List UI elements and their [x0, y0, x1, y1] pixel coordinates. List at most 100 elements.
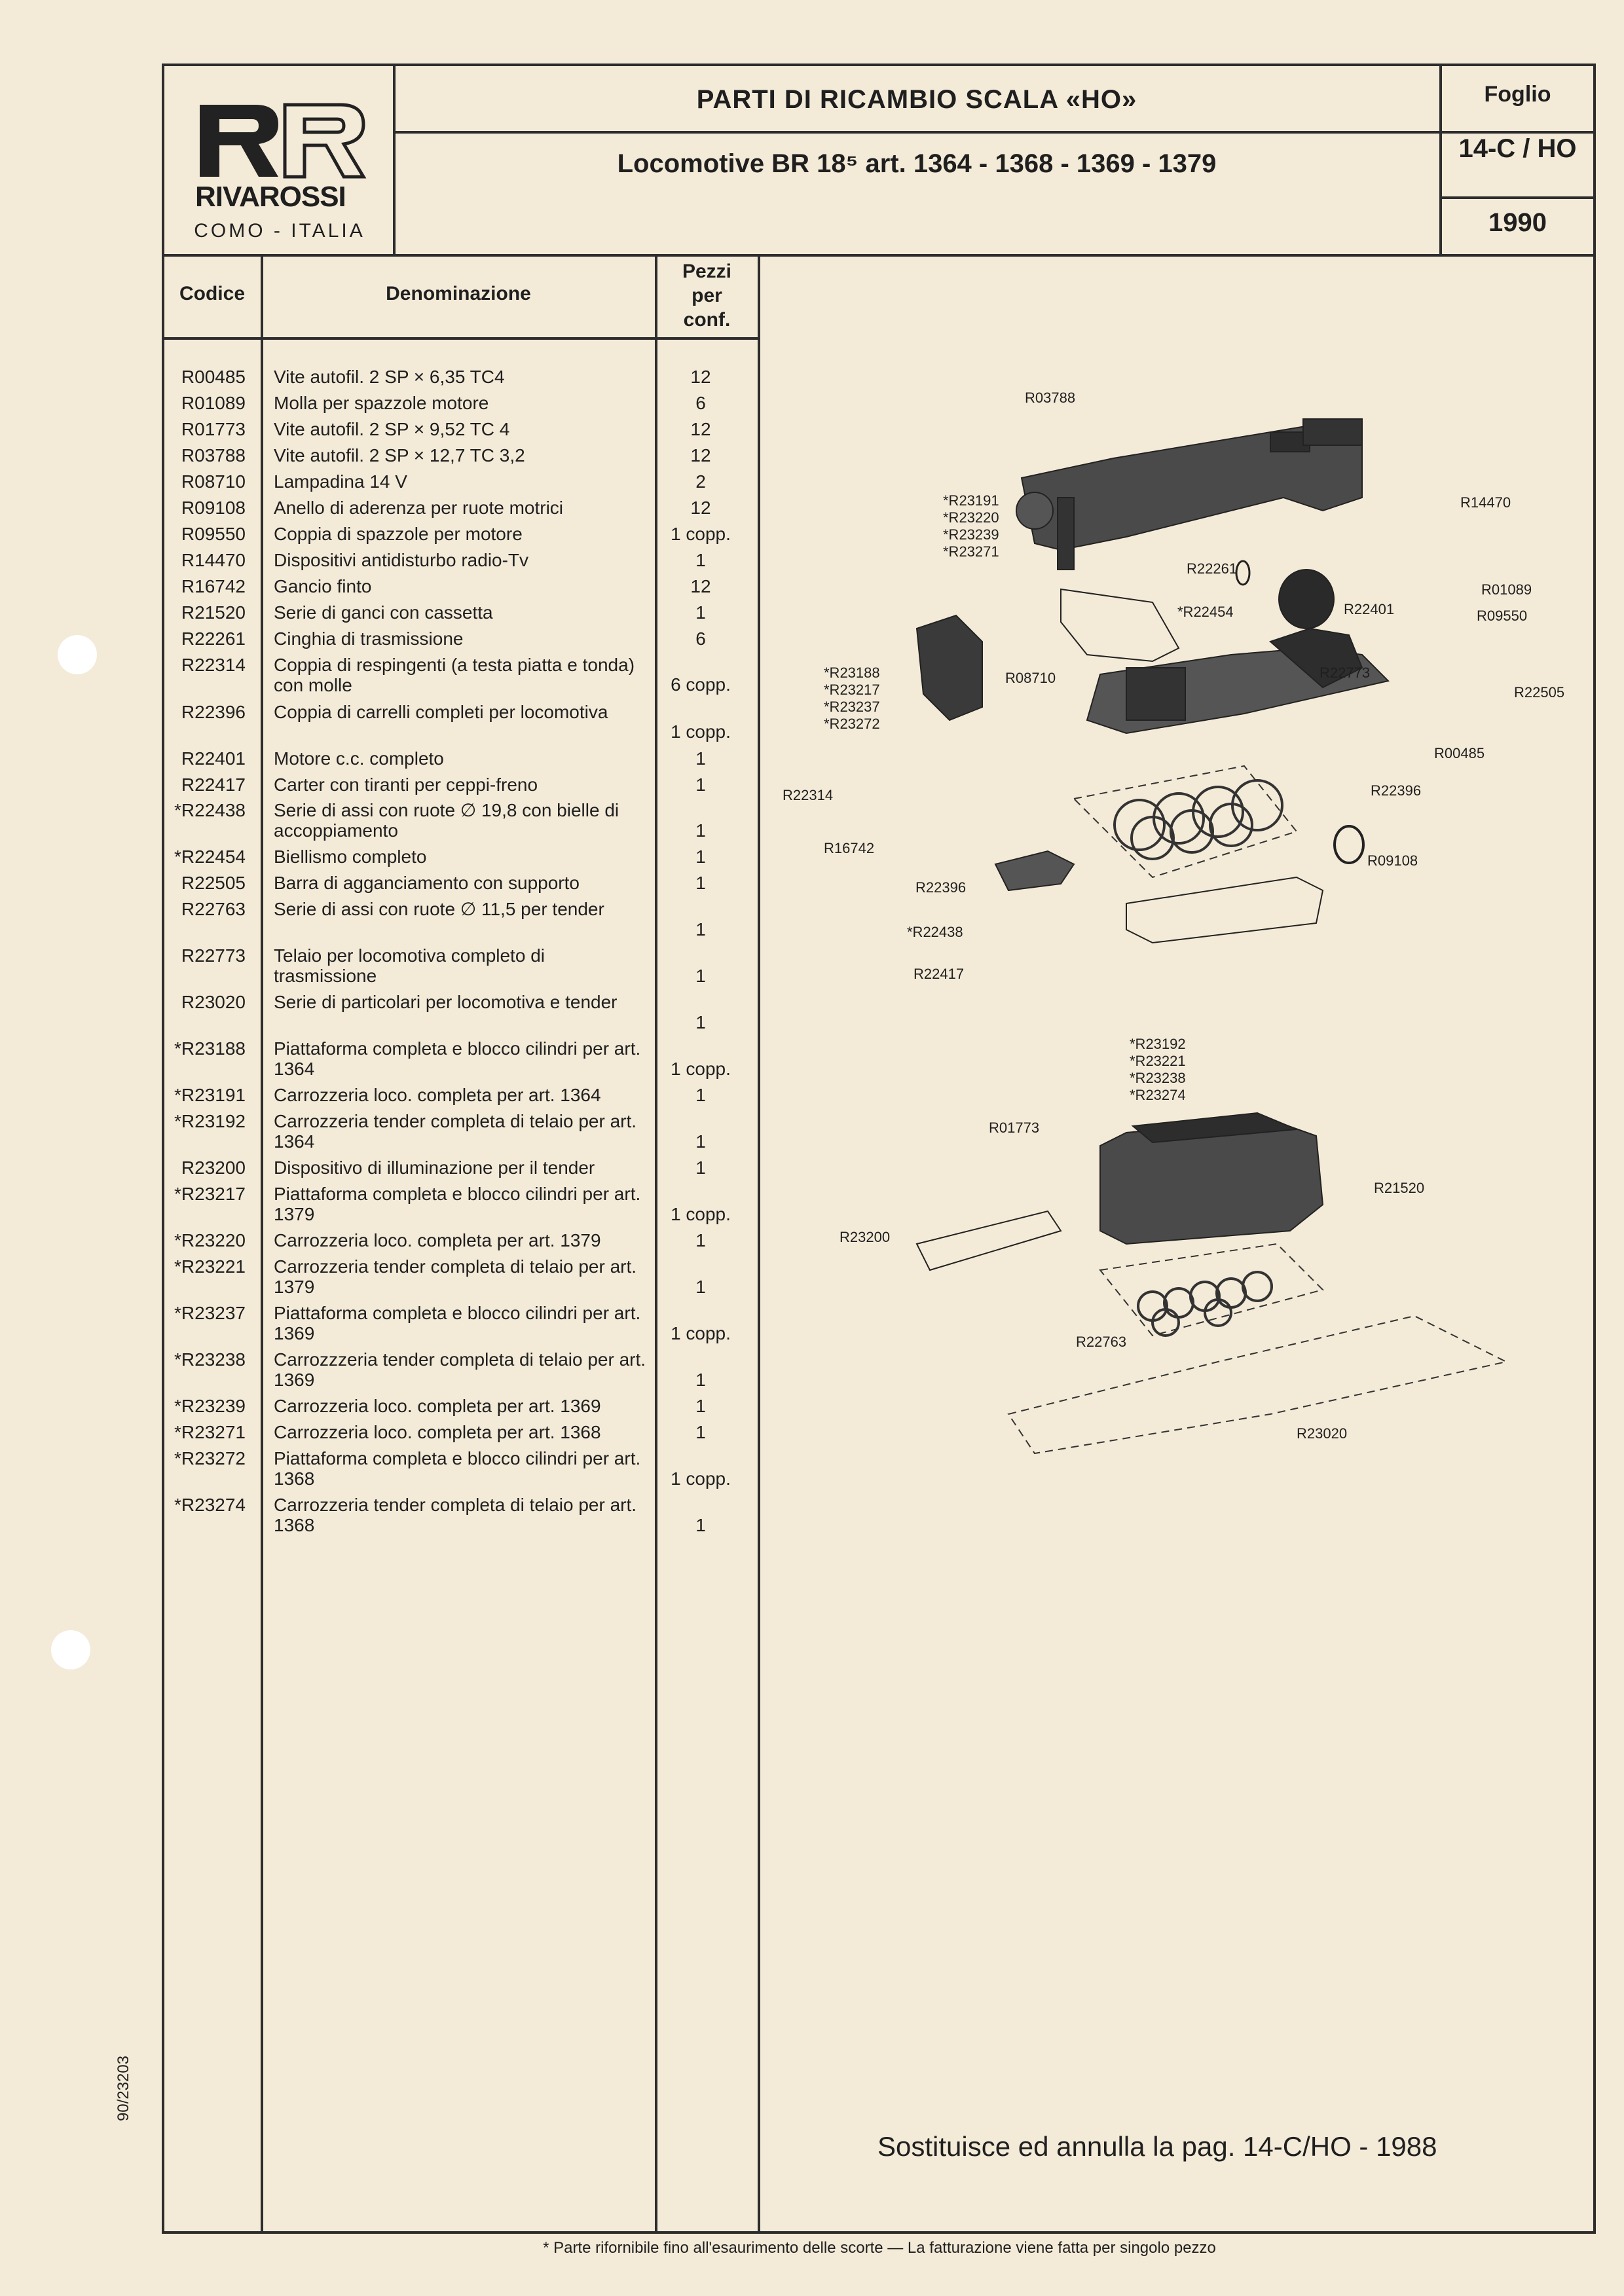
part-name: Vite autofil. 2 SP × 12,7 TC 3,2	[274, 445, 525, 465]
part-name: Carrozzeria loco. completa per art. 1379	[274, 1230, 601, 1250]
part-code: R22401	[181, 748, 246, 769]
diagram-label: R01773	[989, 1120, 1040, 1136]
column-header-qty: per	[692, 285, 722, 306]
rivarossi-logo	[200, 103, 367, 179]
punch-hole-top	[58, 635, 97, 674]
part-name: Serie di assi con ruote ∅ 11,5 per tende…	[274, 899, 604, 919]
part-code: R22417	[181, 774, 246, 795]
year: 1990	[1488, 208, 1547, 237]
part-name: Serie di ganci con cassetta	[274, 602, 493, 623]
diagram-label: *R23191 *R23220 *R23239 *R23271	[943, 492, 999, 560]
part-code: *R22438	[174, 800, 246, 820]
part-qty: 12	[690, 367, 711, 387]
foglio-label: Foglio	[1484, 82, 1551, 107]
part-name: Carter con tiranti per ceppi-freno	[274, 774, 538, 795]
footnote: * Parte rifornibile fino all'esaurimento…	[543, 2239, 1216, 2257]
diagram-label: R23200	[840, 1229, 891, 1245]
part-name: Coppia di carrelli completi per locomoti…	[274, 702, 608, 722]
part-name: Serie di assi con ruote ∅ 19,8 con biell…	[274, 800, 619, 841]
diagram-label: R23020	[1297, 1425, 1348, 1442]
page-title: PARTI DI RICAMBIO SCALA «HO»	[696, 85, 1137, 114]
part-code: R01089	[181, 393, 246, 413]
diagram-label: R22505	[1514, 684, 1565, 701]
diagram-label: *R22438	[907, 924, 963, 940]
part-qty: 1	[695, 1230, 706, 1250]
part-code: R09550	[181, 524, 246, 544]
part-code: R08710	[181, 471, 246, 492]
part-qty: 1	[695, 1515, 706, 1535]
diagram-label: R00485	[1434, 745, 1485, 761]
part-qty: 6 copp.	[671, 674, 731, 695]
part-code: R23200	[181, 1157, 246, 1178]
part-qty: 12	[690, 419, 711, 439]
header-divider	[1439, 64, 1442, 257]
part-name: Anello di aderenza per ruote motrici	[274, 498, 564, 518]
part-code: R22505	[181, 873, 246, 893]
part-qty: 1	[695, 550, 706, 570]
logo-name: RIVAROSSI	[195, 181, 346, 213]
header-divider	[393, 64, 396, 257]
diagram-label: R08710	[1005, 670, 1056, 686]
part-code: R22773	[181, 945, 246, 966]
header-divider	[393, 131, 1596, 134]
diagram-label: R22773	[1320, 665, 1371, 681]
part-code: *R23221	[174, 1256, 246, 1277]
part-qty: 12	[690, 445, 711, 465]
diagram-label: *R22454	[1177, 604, 1234, 620]
part-code: R00485	[181, 367, 246, 387]
part-name: Piattaforma completa e blocco cilindri p…	[274, 1184, 641, 1224]
part-qty: 1 copp.	[671, 524, 731, 544]
part-code: R21520	[181, 602, 246, 623]
part-qty: 1 copp.	[671, 1204, 731, 1224]
part-qty: 1	[695, 1012, 706, 1032]
part-qty: 1	[695, 748, 706, 769]
part-name: Dispositivo di illuminazione per il tend…	[274, 1157, 595, 1178]
part-qty: 1	[695, 774, 706, 795]
part-qty: 2	[695, 471, 706, 492]
diagram-label: R22396	[1371, 782, 1422, 799]
part-code: R22763	[181, 899, 246, 919]
part-name: Piattaforma completa e blocco cilindri p…	[274, 1448, 641, 1489]
exploded-diagram	[915, 418, 1508, 1455]
part-name: Gancio finto	[274, 576, 372, 596]
part-qty: 1 copp.	[671, 1323, 731, 1343]
part-code: *R23274	[174, 1495, 246, 1515]
part-code: R14470	[181, 550, 246, 570]
diagram-label: R14470	[1460, 494, 1511, 511]
part-qty: 6	[695, 393, 706, 413]
header-bottom	[162, 254, 1596, 257]
part-qty: 1	[695, 820, 706, 841]
part-qty: 1	[695, 1396, 706, 1416]
column-header-qty: conf.	[683, 309, 731, 331]
part-qty: 1	[695, 919, 706, 939]
part-name: Carrozzeria loco. completa per art. 1369	[274, 1396, 601, 1416]
part-name: Carrozzzeria tender completa di telaio p…	[274, 1349, 646, 1390]
part-name: Telaio per locomotiva completo di trasmi…	[274, 945, 545, 986]
part-name: Cinghia di trasmissione	[274, 629, 464, 649]
column-divider	[655, 254, 657, 2234]
part-code: *R23192	[174, 1111, 246, 1131]
part-code: R16742	[181, 576, 246, 596]
diagram-label: R22396	[915, 879, 967, 896]
part-name: Coppia di spazzole per motore	[274, 524, 523, 544]
part-code: *R23237	[174, 1303, 246, 1323]
part-code: R09108	[181, 498, 246, 518]
part-qty: 12	[690, 576, 711, 596]
part-qty: 1	[695, 847, 706, 867]
part-name: Carrozzeria tender completa di telaio pe…	[274, 1256, 637, 1297]
diagram-label: R16742	[824, 840, 875, 856]
page-subtitle: Locomotive BR 18⁵ art. 1364 - 1368 - 136…	[617, 149, 1217, 178]
diagram-label: R22261	[1187, 560, 1238, 577]
header-divider	[1439, 196, 1596, 199]
part-code: *R23217	[174, 1184, 246, 1204]
part-code: *R23271	[174, 1422, 246, 1442]
part-name: Dispositivi antidisturbo radio-Tv	[274, 550, 529, 570]
page-frame	[162, 64, 1596, 2234]
diagram-label: *R23192 *R23221 *R23238 *R23274	[1130, 1036, 1186, 1103]
column-divider	[261, 254, 263, 2234]
part-name: Biellismo completo	[274, 847, 427, 867]
diagram-label: R09550	[1477, 608, 1528, 624]
part-qty: 1	[695, 1422, 706, 1442]
part-code: R03788	[181, 445, 246, 465]
part-qty: 1	[695, 1085, 706, 1105]
